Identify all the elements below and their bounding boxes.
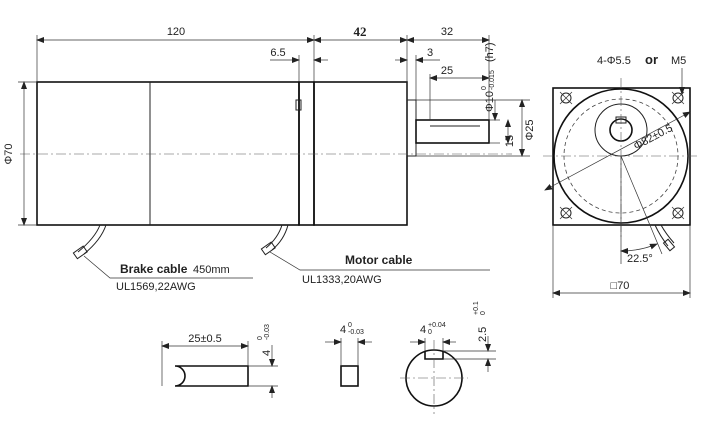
motor-cable-label: Motor cable [345,253,413,267]
dim-shaft-dia-label: Φ10 [484,91,496,112]
key-height-main: 4 [261,350,273,356]
pcd-diagonal [544,111,691,191]
angle-arc [620,243,658,255]
brake-cable [72,224,107,260]
mount-thread-label: M5 [671,55,686,67]
brake-cable-leader [83,255,253,279]
slot-width-upper: +0.04 [428,322,446,329]
brake-cable-spec: UL1569,22AWG [116,281,196,293]
front-view: Φ82±0.5 4-Φ5.5 or M5 22.5° □70 [543,52,700,298]
key-detail-side: 25±0.5 4 0 -0.03 [161,324,278,398]
mount-hole-bl [559,206,573,220]
brake-cable-label: Brake cable [120,262,188,276]
shaft-section-detail: 4 +0.04 0 2.5 +0.1 0 [400,301,496,414]
output-shaft [415,119,490,144]
dim-flange-label: 6.5 [270,47,285,59]
motor-cable-leader [269,251,490,271]
pcd-label: Φ82±0.5 [632,122,675,152]
mount-hole-tl [559,91,573,105]
dim-key-length-label: 25 [441,65,453,77]
angle-label: 22.5° [627,253,653,265]
shaft-fit: (h7) [484,42,496,62]
dim-shaft-offset-label: 3 [427,47,433,59]
dim-key-len-label: 25±0.5 [188,333,222,345]
shaft-tol-upper: 0 [481,86,488,90]
dim-square-label: □70 [611,280,630,292]
side-dimensions: 120 42 32 6.5 3 25 Φ70 Φ10 0 -0.015 (h7) [3,24,536,226]
cable-labels: Brake cable 450mm UL1569,22AWG Motor cab… [116,253,413,293]
dim-gearbox-length-label: 42 [354,24,367,39]
mount-hole-br [671,206,685,220]
key-width-lower: -0.03 [348,329,364,336]
mount-holes-label: 4-Φ5.5 [597,55,631,67]
motor-body [36,81,300,226]
key-width-upper: 0 [348,322,352,329]
flange-notch [295,99,302,111]
key-height-upper: 0 [257,336,264,340]
motor-cable-spec: UL1333,20AWG [302,274,382,286]
key-detail-end: 4 0 -0.03 [325,322,372,387]
gearbox-body [313,81,408,226]
dim-body-dia-label: Φ70 [3,143,15,164]
shaft-tol-lower: -0.015 [489,70,496,90]
shaft-boss [406,99,417,157]
brake-cable-length: 450mm [193,264,230,276]
slot-width-main: 4 [420,324,426,336]
key-end-shape [340,365,359,387]
slot-depth-upper: +0.1 [473,301,480,315]
dim-shaft-length-label: 32 [441,26,453,38]
motor-cable [260,224,289,256]
key-width-main: 4 [340,324,346,336]
front-cable [654,224,676,252]
key-height-lower: -0.03 [264,324,271,340]
dim-body-length-label: 120 [167,26,185,38]
slot-width-lower: 0 [428,329,432,336]
slot-depth-main: 2.5 [477,327,489,342]
dim-boss-dia-label: Φ25 [524,119,536,140]
dim-shaft-height-label: 15 [504,135,516,147]
key-side-shape [174,365,249,387]
mount-or-label: or [645,52,658,67]
side-view [20,81,512,279]
slot-depth-lower: 0 [480,311,487,315]
